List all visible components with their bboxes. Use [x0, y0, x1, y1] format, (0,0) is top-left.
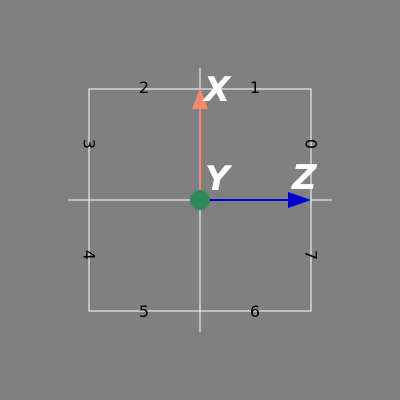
octant-label-6: 6	[250, 302, 260, 321]
octant-label-3: 3	[80, 139, 99, 149]
x-axis-label: X	[202, 70, 232, 110]
octant-label-2: 2	[139, 78, 149, 97]
y-axis-label: Y	[205, 159, 233, 199]
y-axis-sphere-icon[interactable]	[190, 190, 210, 210]
octant-label-1: 1	[250, 78, 260, 97]
z-axis-cone-arrow-icon[interactable]	[288, 192, 311, 208]
octant-label-0: 0	[302, 139, 321, 149]
octant-label-5: 5	[139, 302, 149, 321]
octant-label-4: 4	[80, 250, 99, 260]
x-axis-cone-arrow-icon[interactable]	[192, 88, 208, 109]
z-axis-label: Z	[291, 158, 318, 198]
octant-label-7: 7	[302, 250, 321, 260]
